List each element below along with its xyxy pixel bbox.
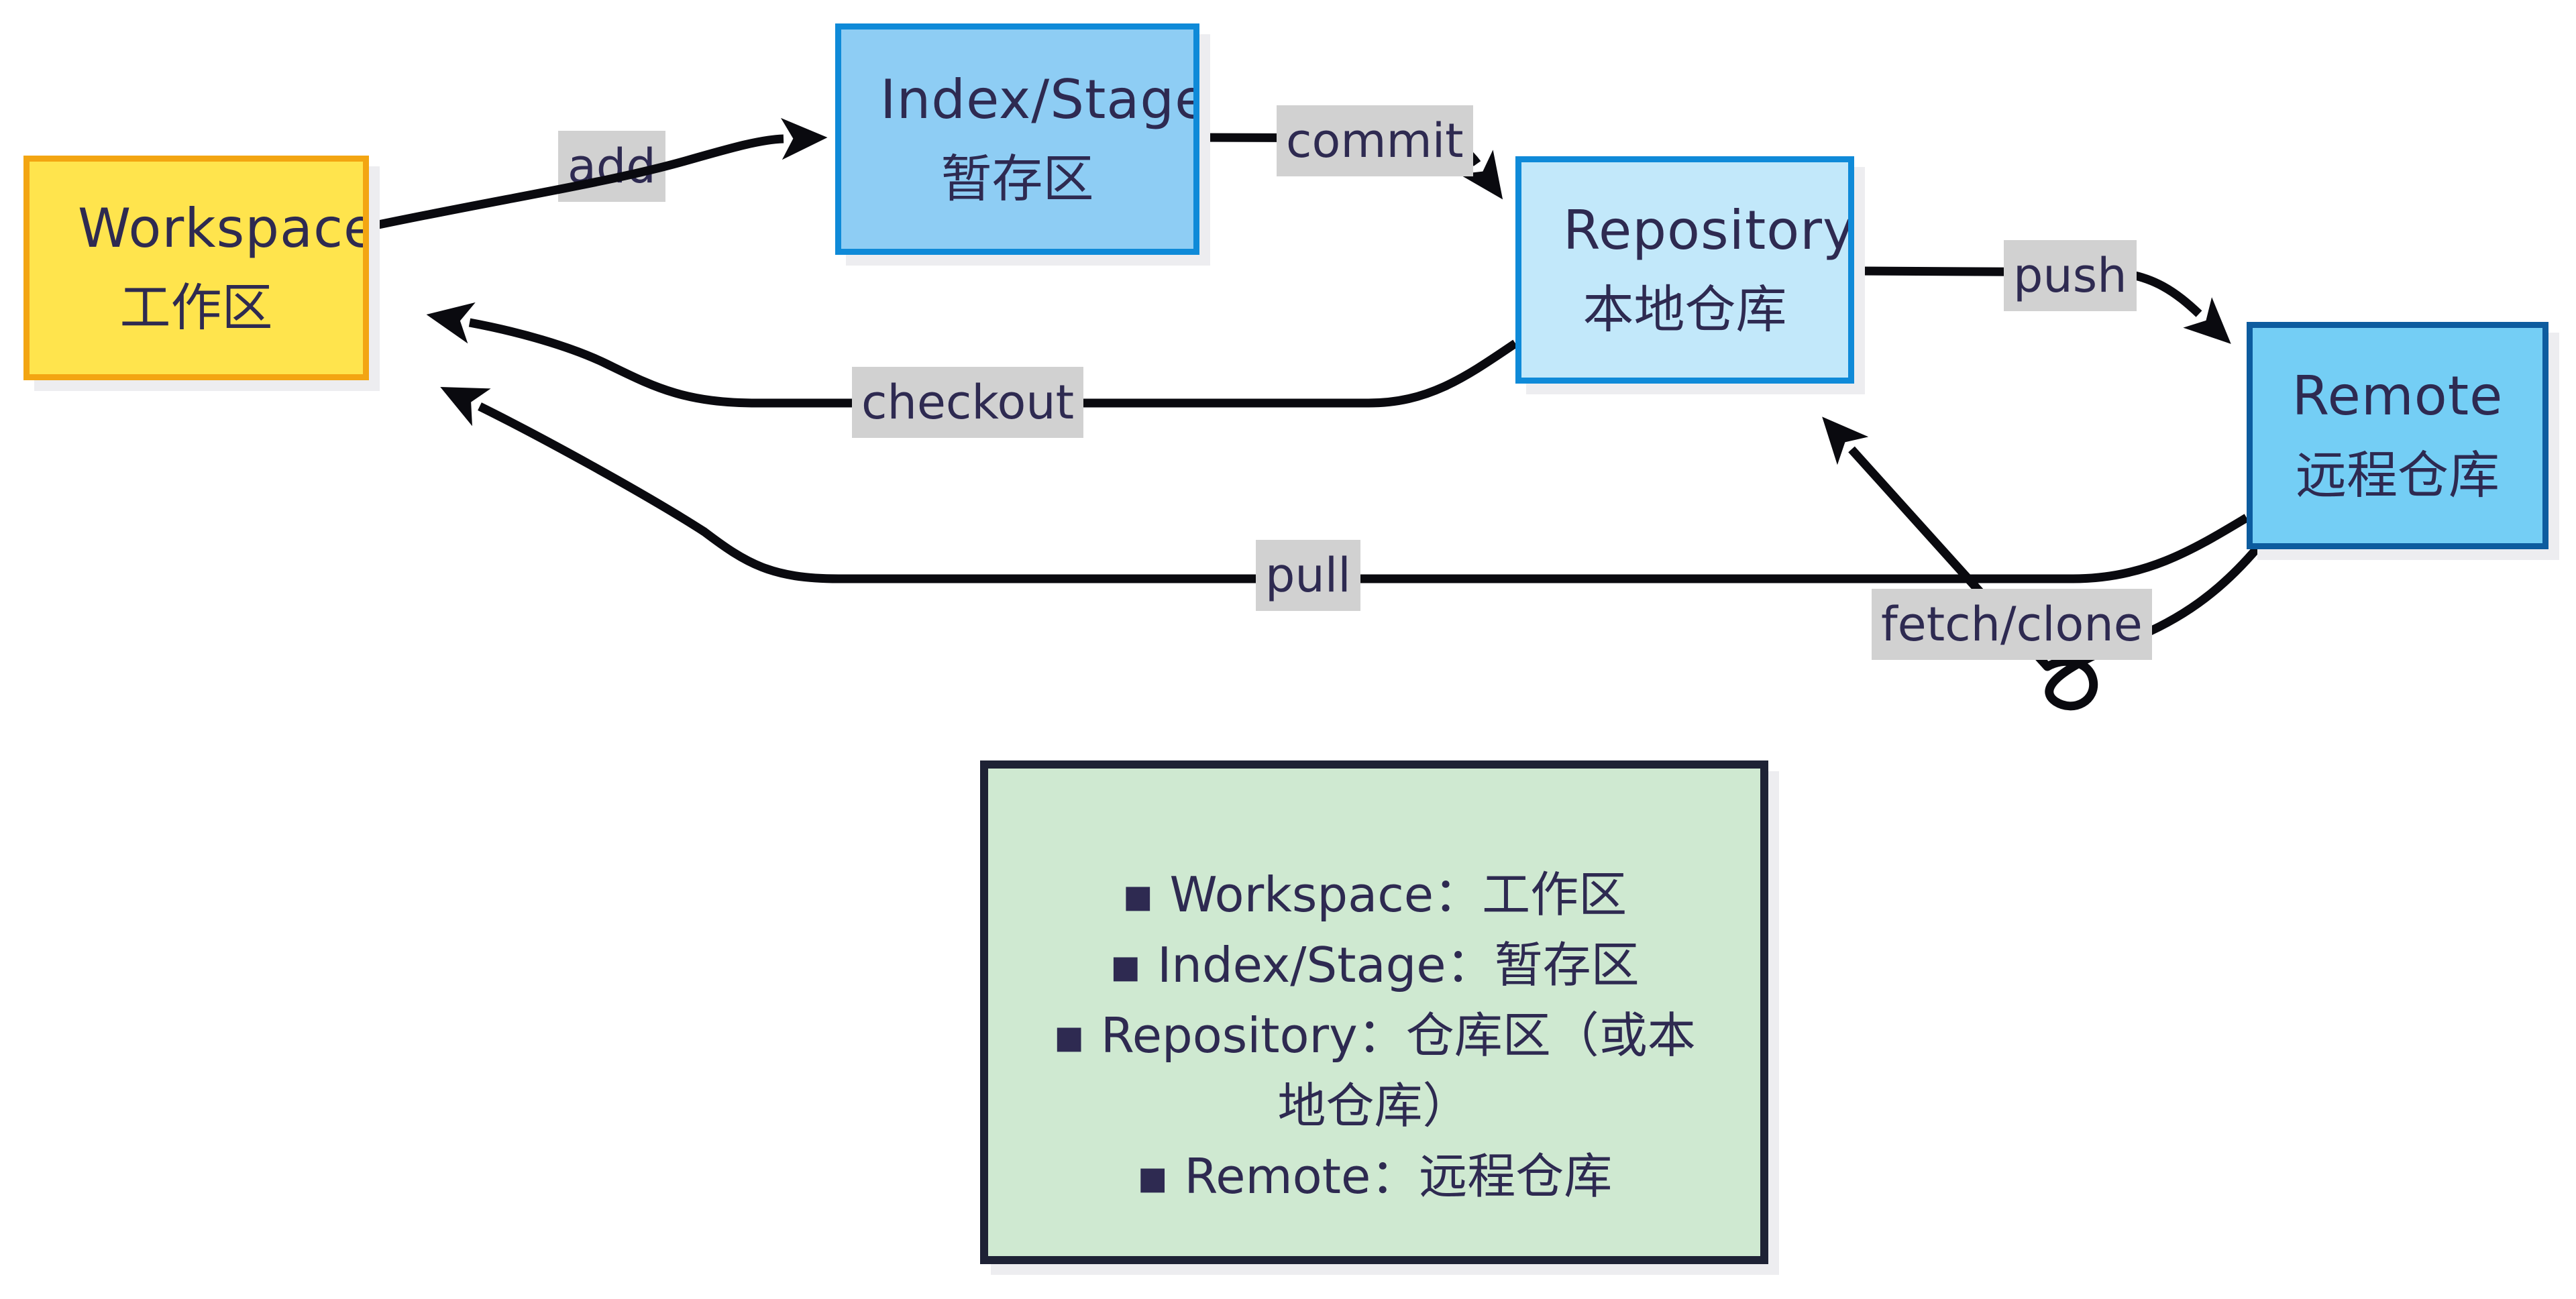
- node-repository-title: Repository: [1563, 199, 1848, 262]
- node-remote: Remote 远程仓库: [2247, 322, 2548, 549]
- legend-items: ▪ Workspace：工作区 ▪ Index/Stage：暂存区 ▪ Repo…: [1039, 813, 1710, 1212]
- node-remote-title: Remote: [2292, 364, 2504, 427]
- node-workspace-title: Workspace: [78, 196, 363, 260]
- node-workspace-subtitle: 工作区: [119, 277, 273, 337]
- node-remote-subtitle: 远程仓库: [2296, 445, 2500, 505]
- add-arrow: [368, 117, 828, 231]
- node-repository: Repository 本地仓库: [1515, 156, 1854, 384]
- legend-item-remote: ▪ Remote：远程仓库: [1136, 1148, 1613, 1204]
- legend-item-repository: ▪ Repository：仓库区（或本地仓库）: [1053, 1007, 1696, 1134]
- legend-item-index-stage: ▪ Index/Stage：暂存区: [1109, 937, 1640, 993]
- node-index-stage: Index/Stage 暂存区: [835, 23, 1199, 255]
- fetch-clone-arrow: [1822, 416, 2261, 711]
- node-repository-subtitle: 本地仓库: [1582, 279, 1787, 339]
- edge-label-checkout: checkout: [852, 367, 1084, 438]
- node-index-stage-subtitle: 暂存区: [941, 148, 1094, 209]
- edge-label-commit: commit: [1277, 105, 1473, 176]
- checkout-arrow: [426, 302, 1518, 408]
- pull-arrow: [440, 386, 2249, 583]
- edge-label-fetch-clone: fetch/clone: [1872, 589, 2152, 660]
- edge-label-pull: pull: [1256, 540, 1360, 611]
- edge-label-push: push: [2004, 240, 2137, 311]
- node-workspace: Workspace 工作区: [23, 156, 369, 380]
- node-index-stage-title: Index/Stage: [880, 68, 1193, 131]
- legend-item-workspace: ▪ Workspace：工作区: [1121, 866, 1627, 923]
- legend-box: ▪ Workspace：工作区 ▪ Index/Stage：暂存区 ▪ Repo…: [980, 760, 1768, 1264]
